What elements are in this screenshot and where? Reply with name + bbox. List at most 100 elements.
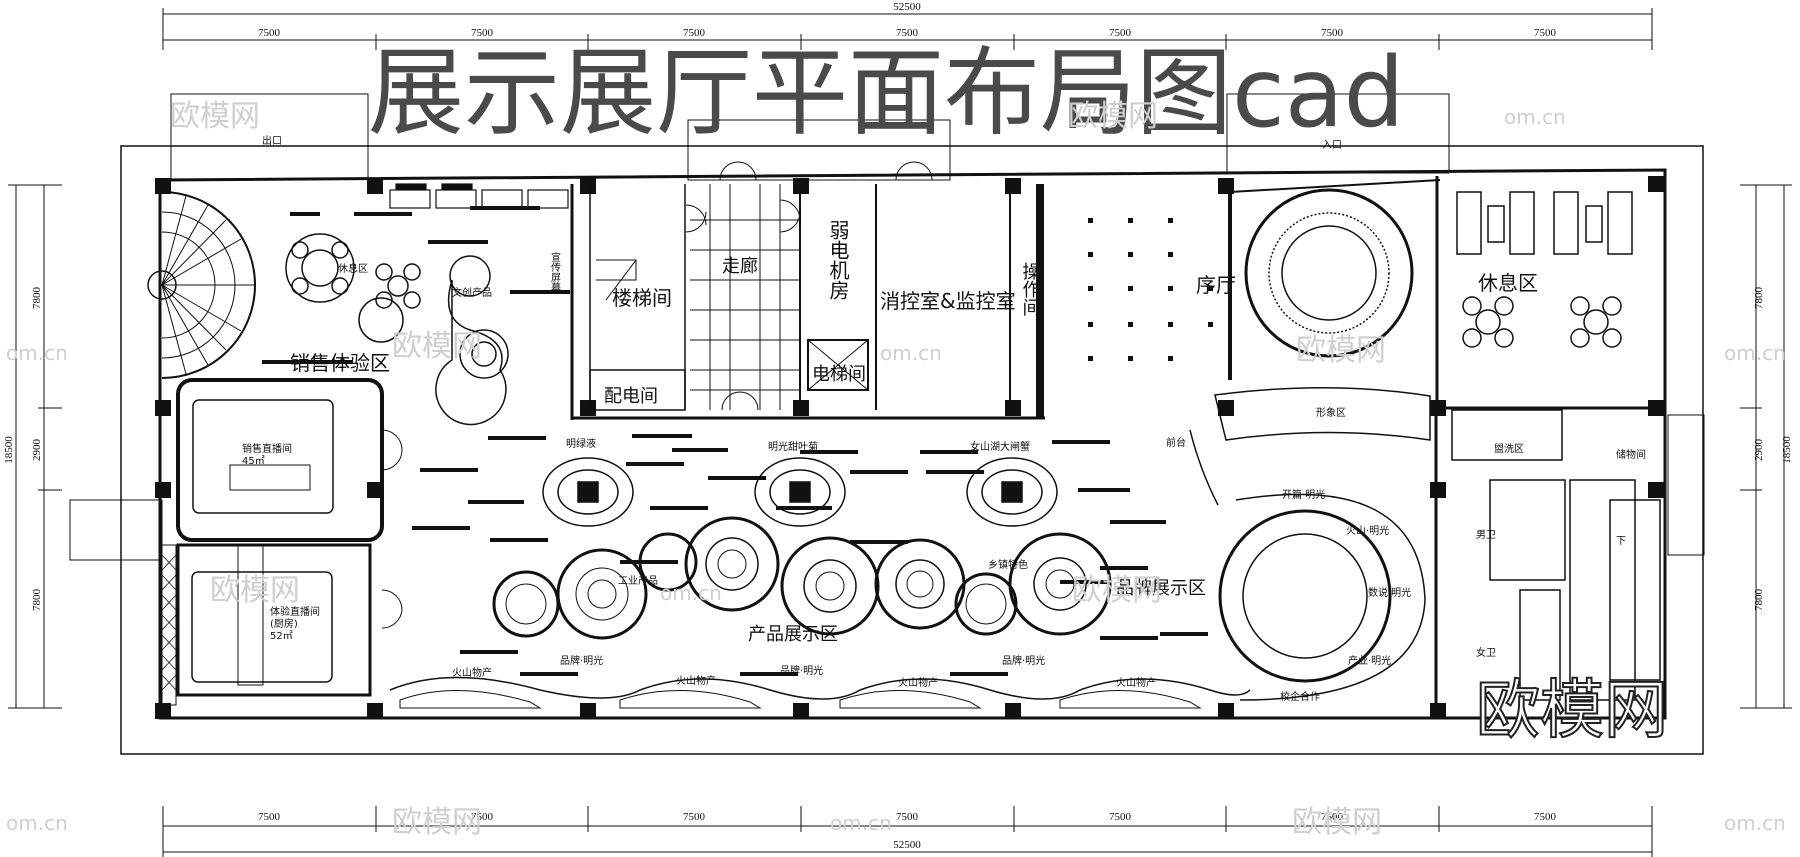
image-area-label: 形象区 xyxy=(1316,407,1346,419)
right-seg-dim: 7800 xyxy=(1753,287,1765,310)
down-label: 下 xyxy=(1616,536,1626,547)
doors xyxy=(381,161,933,629)
bottom-seg-dim: 7500 xyxy=(1321,811,1344,823)
live-room-2-area: 52㎡ xyxy=(270,630,293,642)
interior-walls xyxy=(161,176,1661,718)
xuanchuan-label: 宣传屏幕 xyxy=(549,251,561,292)
lobby-label: 序厅 xyxy=(1196,273,1236,297)
top-seg-dim: 7500 xyxy=(896,27,919,39)
top-seg-dim: 7500 xyxy=(683,27,706,39)
right-total-dim: 18500 xyxy=(1781,436,1793,464)
watermark: om.cn xyxy=(660,581,722,605)
watermark: 欧模网 xyxy=(392,329,482,364)
shuju-label: 数说·明光 xyxy=(1368,586,1411,599)
watermark: 欧模网 xyxy=(1296,333,1386,368)
right-seg-dim: 7800 xyxy=(1753,589,1765,612)
rest-area-furniture xyxy=(1456,191,1633,348)
xiangzhen-label: 乡镇特色 xyxy=(988,558,1028,571)
entrance-label: 入口 xyxy=(1322,140,1342,151)
wenchuang-label: 文创产品 xyxy=(452,286,492,299)
watermark: 欧模网 xyxy=(1292,805,1382,840)
pinpai-label: 品牌·明光 xyxy=(1002,654,1045,667)
bottom-seg-dim: 7500 xyxy=(471,811,494,823)
corridor-label: 走廊 xyxy=(722,256,758,277)
huoshan-label: 火山物产 xyxy=(676,674,716,687)
live-room-2-label: 体验直播间 xyxy=(270,605,320,618)
image-area xyxy=(1189,387,1431,506)
top-seg-dim: 7500 xyxy=(258,27,281,39)
bottom-seg-dim: 7500 xyxy=(1109,811,1132,823)
mingluye-label: 明绿液 xyxy=(566,437,596,450)
right-seg-dim: 2900 xyxy=(1753,439,1765,462)
lobby-round-display xyxy=(1244,188,1414,358)
live-room-1-label: 销售直播间 xyxy=(242,442,292,455)
watermark: 欧模网 xyxy=(392,805,482,840)
top-seg-dim: 7500 xyxy=(1321,27,1344,39)
building-outline xyxy=(69,93,1705,755)
watermark: 欧模网 xyxy=(1072,573,1162,608)
weak-power-label: 弱电机房 xyxy=(826,220,850,300)
watermark: 欧模网 xyxy=(170,99,260,134)
wc-m-label: 男卫 xyxy=(1476,529,1496,541)
watermark: 欧模网 xyxy=(210,573,300,608)
xiaoqi-label: 校企合作 xyxy=(1280,690,1320,703)
operation-label: 操作间 xyxy=(1020,262,1041,316)
left-seg-dim: 7800 xyxy=(31,589,43,612)
watermark: om.cn xyxy=(6,341,68,365)
storage-label: 储物间 xyxy=(1616,448,1646,461)
exit-label: 出口 xyxy=(262,134,282,147)
columns xyxy=(155,176,1664,719)
sales-experience-label: 销售体验区 xyxy=(290,351,390,375)
chanye-label: 产业·明光 xyxy=(1348,654,1391,667)
kaipian-label: 开篇·明光 xyxy=(1282,488,1325,501)
left-seg-dim: 7800 xyxy=(31,287,43,310)
bottom-total-dim: 52500 xyxy=(893,839,921,851)
live-room-2-sub: (厨房) xyxy=(270,617,298,630)
control-room-label: 消控室&监控室 xyxy=(880,289,1016,313)
top-total-dim: 52500 xyxy=(893,1,921,13)
page-title: 展示展厅平面布局图cad xyxy=(368,37,1405,149)
bottom-shelves xyxy=(389,676,1251,709)
radial-display xyxy=(147,191,256,379)
left-total-dim: 18500 xyxy=(3,436,15,464)
bottom-seg-dim: 7500 xyxy=(258,811,281,823)
watermark: om.cn xyxy=(6,811,68,835)
gongye-label: 工业产品 xyxy=(618,574,658,587)
hatch-strip xyxy=(161,554,177,691)
rest-area-label: 休息区 xyxy=(1478,271,1538,295)
brand-area-label: 品牌展示区 xyxy=(1116,578,1206,599)
wash-area-label: 盥洗区 xyxy=(1494,443,1524,455)
power-room-label: 配电间 xyxy=(604,386,658,407)
top-seg-dim: 7500 xyxy=(1109,27,1132,39)
huoshan-label: 火山物产 xyxy=(1116,676,1156,689)
right-dimensions xyxy=(1740,184,1792,709)
brand-display xyxy=(1218,493,1426,701)
top-dimensions xyxy=(162,8,1653,50)
bottom-seg-dim: 7500 xyxy=(1534,811,1557,823)
watermark: om.cn xyxy=(1504,105,1566,129)
table-cluster-left xyxy=(285,233,509,426)
display-bars xyxy=(262,206,1208,676)
watermark-logo: 欧模网 xyxy=(1476,674,1668,748)
bottom-seg-dim: 7500 xyxy=(896,811,919,823)
product-area-label: 产品展示区 xyxy=(748,624,838,645)
pinpai-label: 品牌·明光 xyxy=(560,654,603,667)
watermark: 欧模网 xyxy=(1068,99,1158,134)
elevator-label: 电梯间 xyxy=(812,364,866,385)
pinpai-label: 品牌·明光 xyxy=(780,664,823,677)
bottom-dimensions xyxy=(162,806,1653,857)
huoli-label: 火山·明光 xyxy=(1346,524,1389,537)
watermark: om.cn xyxy=(1724,341,1786,365)
nvshanhu-label: 女山湖大闸蟹 xyxy=(970,440,1030,453)
stairs-label: 楼梯间 xyxy=(612,286,672,310)
watermark: om.cn xyxy=(1724,811,1786,835)
product-displays-top xyxy=(542,457,1058,527)
display-boxes xyxy=(389,183,569,209)
lobby-dots xyxy=(1088,218,1232,380)
live-room-1-area: 45㎡ xyxy=(242,455,265,467)
rest-area-top-label: 休息区 xyxy=(338,262,368,275)
front-desk-label: 前台 xyxy=(1166,436,1186,449)
wc-f-label: 女卫 xyxy=(1476,646,1496,659)
bottom-seg-dim: 7500 xyxy=(683,811,706,823)
